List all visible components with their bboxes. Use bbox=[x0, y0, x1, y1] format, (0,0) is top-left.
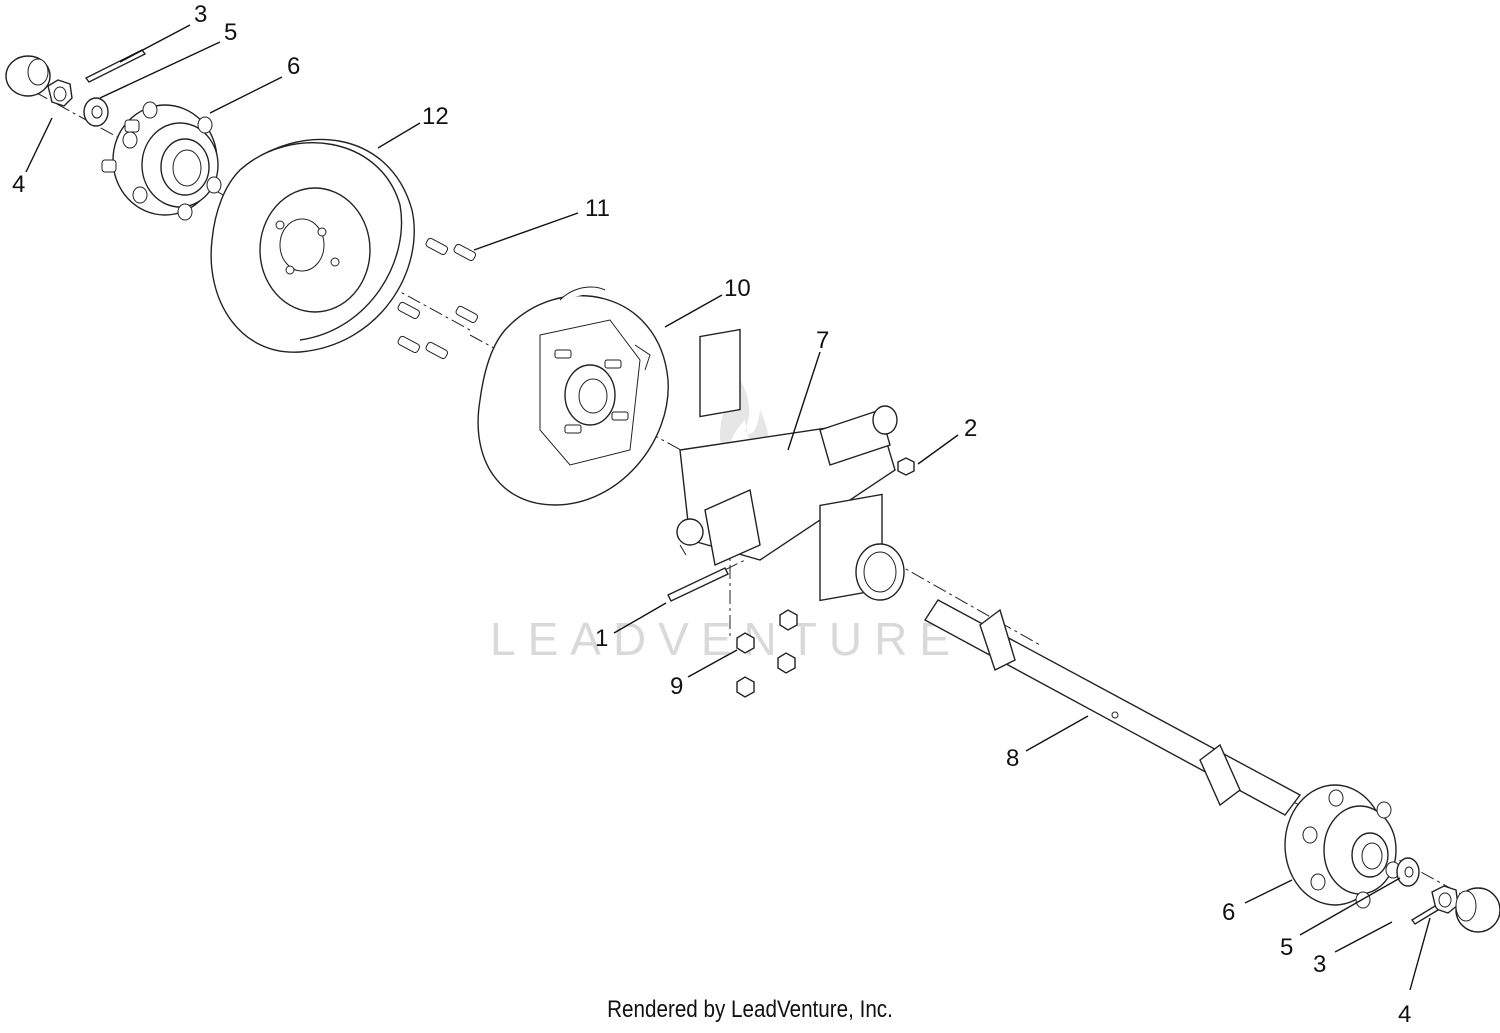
callout-5-top: 5 bbox=[224, 19, 237, 46]
cotter-pin-top bbox=[84, 49, 147, 83]
mounting-bolts bbox=[397, 237, 479, 360]
dust-cap-bottom bbox=[1455, 887, 1500, 933]
bolt bbox=[397, 301, 421, 320]
castle-nut-top bbox=[47, 79, 73, 107]
washer-top bbox=[83, 97, 109, 127]
footer-credit: Rendered by LeadVenture, Inc. bbox=[607, 996, 893, 1023]
bolt bbox=[425, 237, 449, 256]
callout-6-bottom: 6 bbox=[1222, 899, 1235, 926]
brake-drum bbox=[210, 138, 415, 353]
axle-shaft bbox=[923, 599, 1302, 816]
bolt bbox=[455, 305, 479, 324]
callout-9: 9 bbox=[670, 673, 683, 700]
lock-nut bbox=[897, 457, 915, 476]
callout-6-top: 6 bbox=[287, 53, 300, 80]
washer-bottom bbox=[1396, 857, 1420, 887]
callout-7: 7 bbox=[816, 327, 829, 354]
callout-3-top: 3 bbox=[194, 1, 207, 28]
axle-housing bbox=[676, 328, 905, 602]
hex-nuts bbox=[736, 609, 798, 698]
callout-labels: 3 5 6 4 12 11 10 7 2 1 9 8 6 5 3 4 bbox=[12, 1, 1411, 1028]
leader-lines bbox=[25, 24, 1431, 991]
callout-4-bottom: 4 bbox=[1398, 1001, 1411, 1028]
wheel-hub-bottom bbox=[1284, 784, 1401, 909]
callout-3-bottom: 3 bbox=[1313, 951, 1326, 978]
callout-8: 8 bbox=[1006, 745, 1019, 772]
bolt bbox=[397, 335, 421, 354]
callout-1: 1 bbox=[595, 625, 608, 652]
wheel-hub-top bbox=[101, 101, 222, 221]
bolt bbox=[453, 243, 477, 262]
callout-11: 11 bbox=[585, 195, 610, 222]
bolt bbox=[425, 341, 449, 360]
pin bbox=[667, 567, 729, 602]
callout-2: 2 bbox=[964, 415, 977, 442]
cotter-pin-bottom bbox=[1410, 905, 1440, 925]
brake-backing-plate bbox=[477, 286, 669, 506]
callout-10: 10 bbox=[724, 275, 751, 302]
callout-4-top: 4 bbox=[12, 171, 25, 198]
callout-5-bottom: 5 bbox=[1280, 934, 1293, 961]
watermark-text: LEADVENTURE bbox=[490, 613, 962, 665]
dust-cap-top bbox=[5, 55, 51, 97]
callout-12: 12 bbox=[422, 103, 449, 130]
